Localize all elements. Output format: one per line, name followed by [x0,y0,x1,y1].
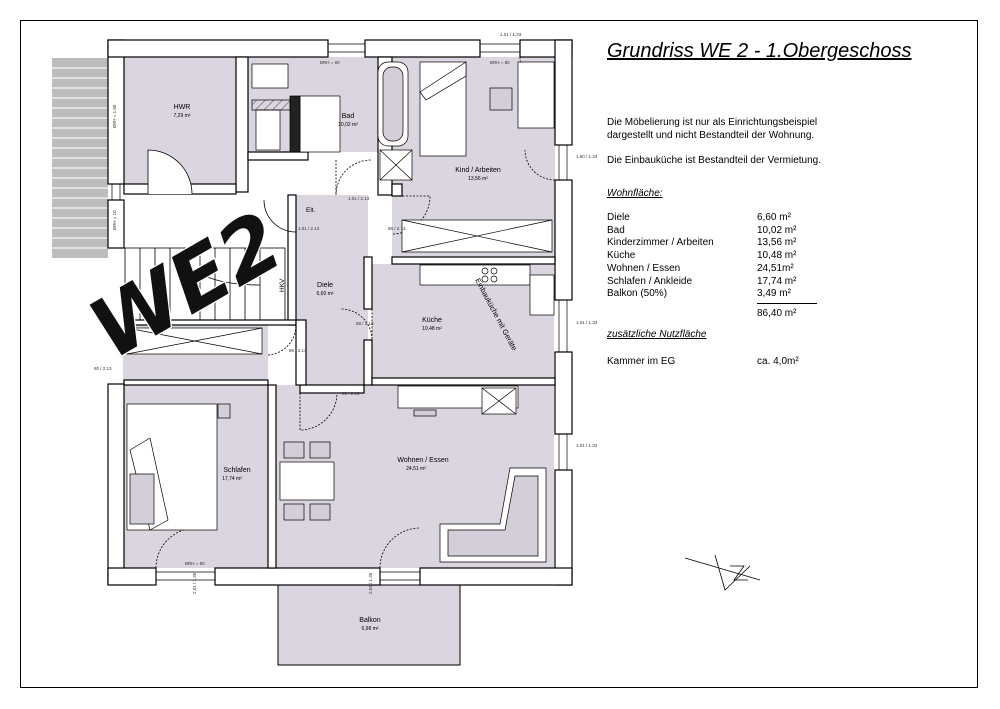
note-line-2: dargestellt und nicht Bestandteil der Wo… [607,130,815,141]
area-label: Bad [607,224,625,236]
room-name-bad: Bad [342,113,355,120]
area-label: Diele [607,212,630,223]
nutzflaeche-heading: zusätzliche Nutzfläche [607,328,707,340]
area-value: 6,60 m² [757,212,791,223]
area-value: 17,74 m² [757,275,797,287]
hkv-label: HKV [279,278,286,292]
dimension-label: 1.01 / 2.13 [348,196,370,201]
area-row: Bad 10,02 m² [607,225,967,238]
dimension-label: BRH = 90 [320,60,340,65]
north-arrow [684,554,761,591]
room-name-wohnen: Wohnen / Essen [397,457,448,464]
nutzflaeche-value: ca. 4,0m² [757,355,799,367]
area-value: 13,56 m² [757,237,797,249]
toilet [255,109,281,151]
area-row: Balkon (50%) 3,49 m² [607,288,967,301]
nutzflaeche-row: Kammer im EG ca. 4,0m² [607,356,967,369]
room-area-kind: 13,56 m² [468,176,488,182]
walls [107,39,573,586]
area-label: Kinderzimmer / Arbeiten [607,237,714,249]
dimension-label: 1.60 / 1.33 [576,154,598,159]
total-row: 86,40 m² [607,308,967,321]
area-value: 3,49 m² [757,288,791,300]
room-area-diele: 6,60 m² [317,291,334,297]
area-row: Küche 10,48 m² [607,250,967,263]
exterior-slats [52,58,108,258]
area-row: Wohnen / Essen 24,51m² [607,263,967,276]
dimension-label: 88 / 2.13 [342,391,360,396]
dimension-label: 2.01 / 1.35 [368,572,373,594]
washbasin [299,95,341,153]
legend-panel: Grundriss WE 2 - 1.Obergeschoss Die Möbe… [607,40,967,368]
windows [111,43,568,581]
area-table: Diele 6,60 m² Bad 10,02 m² Kinderzimmer / … [607,212,967,301]
room-name-balkon: Balkon [359,617,381,624]
drawing-frame [20,20,978,688]
note-line-1: Die Möbelierung ist nur als Einrichtungs… [607,117,818,128]
furniture [126,61,555,563]
room-area-bad: 10,02 m² [338,122,358,128]
dimension-label: BRH = 80 [490,60,510,65]
dimension-label: 1.01 / 1.33 [576,320,598,325]
room-area-balkon: 6,98 m² [362,626,379,632]
area-row: Schlafen / Ankleide 17,74 m² [607,276,967,289]
dimension-label: BRH = 1.60 [112,104,117,128]
doors [147,56,556,569]
dimension-label: BRH = 10 [112,210,117,230]
staircase [124,247,286,321]
area-row: Diele 6,60 m² [607,212,967,225]
dining-table [279,461,335,501]
area-label: Balkon (50%) [607,288,668,300]
room-name-schlafen: Schlafen [223,467,250,474]
dimension-label: 80 / 2.13 [94,366,112,371]
room-labels: HWR 7,29 m² Bad 10,02 m² Kind / Arbeiten… [174,104,501,632]
dimension-label: 1.01 / 1.33 [576,443,598,448]
dimension-label: 1.01 / 1.33 [500,32,522,37]
elt-label: Elt. [306,207,316,214]
dimension-label: 86 / 2.13 [289,348,307,353]
wohnflaeche-heading: Wohnfläche: [607,188,663,199]
dimension-label: 88 / 2.13 [356,321,374,326]
room-area-hwr: 7,29 m² [174,113,191,119]
room-name-kind: Kind / Arbeiten [455,167,501,174]
area-value: 24,51m² [757,262,794,274]
room-name-kueche: Küche [422,317,442,324]
area-value: 10,02 m² [757,224,797,236]
dimension-label: 2.01 / 1.35 [192,572,197,594]
floor-balkon [277,584,461,666]
sum-divider [757,302,817,304]
sink-hwr [251,63,289,89]
area-label: Küche [607,250,636,262]
area-row: Kinderzimmer / Arbeiten 13,56 m² [607,237,967,250]
desk-kind [517,61,555,129]
note-line-3: Die Einbauküche ist Bestandteil der Verm… [607,155,822,166]
total-value: 86,40 m² [757,307,797,319]
floor-diele [296,195,368,385]
room-area-wohnen: 24,51 m² [406,466,426,472]
room-area-schlafen: 17,74 m² [222,476,242,482]
area-label: Schlafen / Ankleide [607,275,693,287]
dimension-label: 1.01 / 2.13 [298,226,320,231]
room-name-diele: Diele [317,282,333,289]
nutzflaeche-label: Kammer im EG [607,355,676,367]
dimension-label: BRH = 80 [185,561,205,566]
room-name-hwr: HWR [174,104,191,111]
area-label: Wohnen / Essen [607,262,681,274]
area-value: 10,48 m² [757,250,797,262]
dimension-label: 88 / 2.13 [388,226,406,231]
room-area-kueche: 10,48 m² [422,326,442,332]
page-title: Grundriss WE 2 - 1.Obergeschoss [607,40,912,62]
